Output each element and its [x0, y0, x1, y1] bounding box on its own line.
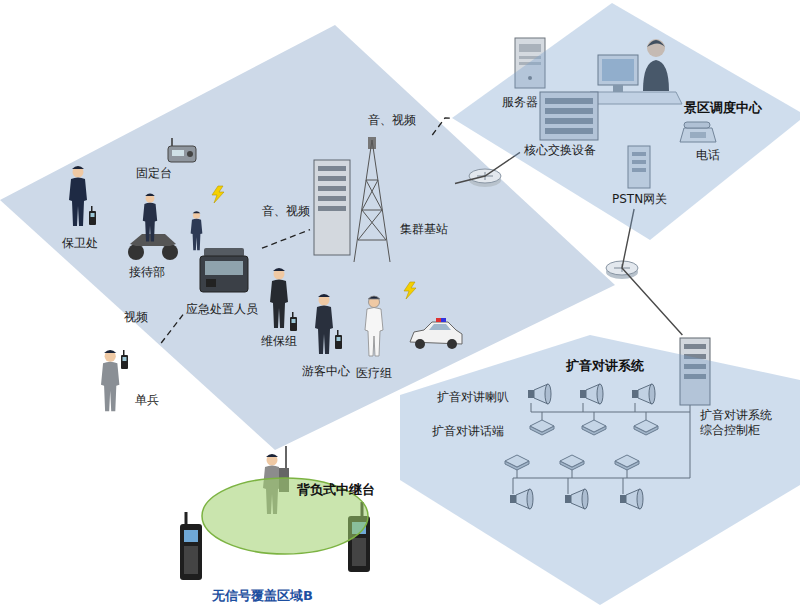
radio-symbol	[121, 350, 128, 369]
wireless-bolt	[212, 186, 224, 203]
handheld-radio-icon	[184, 546, 198, 574]
soldier-node: 单兵	[95, 343, 168, 420]
police-car-icon	[415, 339, 425, 349]
staff-node: 游客中心	[300, 288, 353, 382]
staff-node: 医疗组	[352, 290, 396, 384]
radio-symbol	[335, 330, 342, 349]
staff-node: 保卫处	[58, 160, 102, 254]
fixed-radio-icon	[171, 138, 173, 146]
connector-line	[161, 315, 183, 343]
phone-node: 电话	[674, 118, 724, 165]
visitor-center-figure	[315, 294, 333, 354]
node-label: 接待部	[129, 265, 165, 279]
node-label: 维保组	[261, 334, 297, 348]
gateway-node: PSTN网关	[610, 142, 672, 209]
reception-figure	[143, 194, 157, 242]
node-label: 固定台	[136, 166, 172, 180]
region-fill	[400, 335, 800, 605]
fixed-radio-icon	[172, 150, 184, 156]
officer-figure	[191, 211, 203, 250]
police-car-icon	[410, 318, 462, 349]
region-title: 背负式中继台	[297, 482, 375, 498]
emergency-case-icon	[206, 279, 216, 287]
region-fill	[452, 3, 800, 240]
edge-label: 视频	[124, 310, 148, 324]
fixed-station-node: 固定台	[133, 145, 198, 183]
staff-node: 接待部	[122, 192, 178, 282]
control-cabinet-node: 扩音对讲系统综合控制柜	[672, 335, 792, 445]
soldier-figure	[101, 350, 119, 411]
emergency-case-icon	[200, 248, 248, 292]
node-label: PSTN网关	[612, 192, 667, 206]
staff-node: 维保组	[258, 263, 300, 352]
pa-system-region: 扩音对讲系统扩音对讲系统综合控制柜	[400, 335, 800, 605]
node-label: 集群基站	[400, 222, 448, 236]
annotation-label: 扩音对讲喇叭	[437, 390, 509, 404]
emergency-case-icon	[205, 261, 243, 275]
server-icon	[519, 44, 541, 52]
dispatch-center-region: 景区调度中心 服务器核心交换设备 电话 PSTN网关	[452, 3, 800, 240]
region-title: 景区调度中心	[684, 100, 762, 116]
core-switch-node: 核心交换设备	[520, 88, 604, 160]
annotation-label: 扩音对讲话端	[432, 424, 504, 438]
radio-symbol	[290, 312, 297, 331]
node-label: 电话	[696, 148, 720, 162]
fixed-radio-icon	[168, 146, 196, 162]
connector-line	[432, 118, 452, 135]
emergency-case-icon	[200, 256, 248, 292]
police-car-icon	[436, 318, 441, 322]
maintenance-figure	[270, 268, 288, 328]
antenna-tower	[354, 140, 390, 262]
antenna-tower	[354, 137, 390, 262]
region-outline	[400, 335, 800, 605]
node-label: 应急处置人员	[186, 302, 258, 316]
edge-label: 音、视频	[368, 113, 416, 127]
handheld-radio-icon	[180, 524, 202, 580]
base-station-node: 集群基站	[310, 135, 455, 268]
region-title: 扩音对讲系统	[566, 358, 644, 374]
backpack-relay-icon	[285, 446, 287, 468]
handheld-radio-icon	[184, 530, 198, 542]
connector-line	[262, 230, 310, 249]
guard-figure	[69, 166, 87, 226]
router-symbol	[469, 169, 501, 187]
annotation-label: 无信号覆盖区域B	[212, 588, 313, 604]
server-node: 服务器	[500, 35, 560, 112]
node-label: 扩音对讲系统综合控制柜	[700, 408, 778, 438]
motorcycle-icon	[128, 244, 144, 260]
handheld-radio-icon	[180, 512, 202, 580]
motorcycle-icon	[162, 244, 178, 260]
edge-label: 音、视频	[262, 204, 310, 218]
police-car-icon	[441, 318, 446, 322]
handheld-radio-icon	[185, 512, 188, 526]
router-symbol	[606, 261, 638, 279]
wireless-bolt	[404, 282, 416, 299]
police-car-icon	[429, 324, 451, 330]
police-car-icon	[447, 339, 457, 349]
fixed-radio-icon	[168, 138, 196, 162]
doctor-figure	[365, 296, 383, 356]
base-station-rack	[318, 196, 346, 201]
control-cabinet-icon	[684, 344, 706, 349]
base-station-rack	[314, 160, 350, 255]
radio-symbol	[89, 206, 96, 225]
node-label: 单兵	[135, 393, 159, 407]
node-label: 保卫处	[62, 236, 98, 250]
fixed-radio-icon	[187, 151, 193, 157]
base-station-rack	[318, 206, 346, 211]
connector-line	[455, 152, 520, 183]
node-label: 核心交换设备	[524, 143, 596, 157]
base-station-rack	[318, 166, 346, 171]
relay-coverage-area: 背负式中继台	[200, 476, 400, 556]
node-label: 医疗组	[356, 366, 392, 380]
base-station-rack	[314, 160, 350, 255]
node-label: 服务器	[502, 95, 538, 109]
base-station-rack	[318, 186, 346, 191]
base-station-rack	[318, 176, 346, 181]
node-label: 游客中心	[302, 364, 350, 378]
staff-node: 应急处置人员	[183, 208, 262, 319]
handheld-radio-icon	[352, 538, 366, 566]
